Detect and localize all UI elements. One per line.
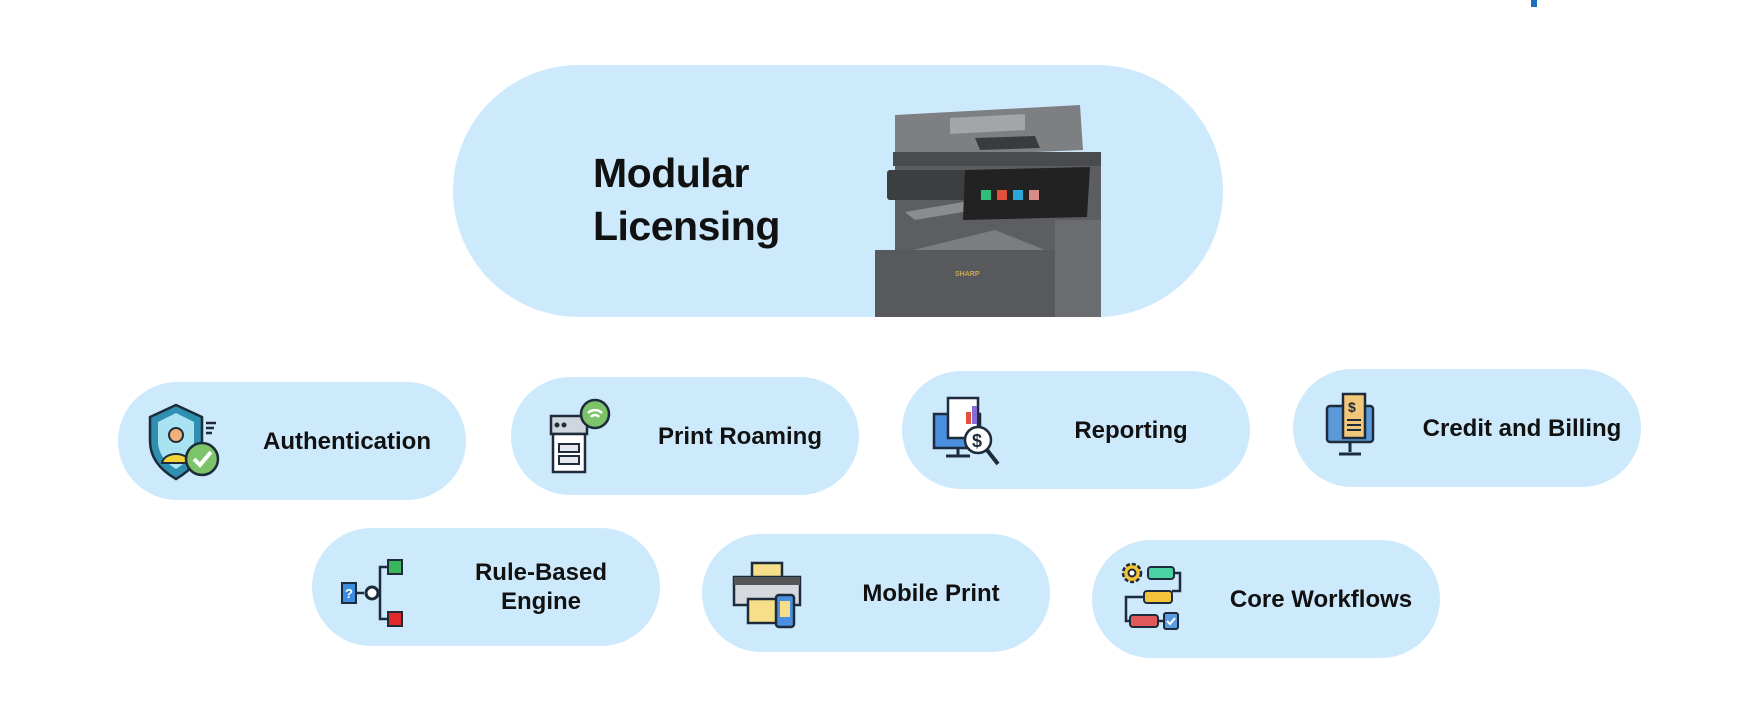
svg-text:?: ?: [345, 586, 353, 601]
multifunction-printer-image: SHARP: [875, 105, 1101, 317]
svg-text:$: $: [972, 431, 982, 451]
module-reporting[interactable]: $ Reporting: [902, 371, 1250, 489]
svg-text:SHARP: SHARP: [955, 271, 980, 278]
module-print-roaming[interactable]: Print Roaming: [511, 377, 859, 495]
title-line-1: Modular: [593, 150, 749, 196]
module-credit-and-billing[interactable]: $ Credit and Billing: [1293, 369, 1641, 487]
module-rule-based-engine[interactable]: ? Rule-Based Engine: [312, 528, 660, 646]
printer-phone-icon: [732, 561, 802, 629]
module-label: Credit and Billing: [1422, 414, 1622, 442]
printer-wifi-icon: [549, 398, 611, 474]
billing-monitor-icon: $: [1325, 392, 1375, 456]
module-label: Print Roaming: [657, 422, 822, 450]
module-label: Rule-Based Engine: [474, 559, 608, 615]
shield-user-check-icon: [148, 403, 220, 481]
module-mobile-print[interactable]: Mobile Print: [702, 534, 1050, 652]
accent-mark: [1531, 0, 1537, 7]
banner-title: Modular Licensing: [593, 147, 780, 253]
decision-flow-icon: ?: [341, 559, 403, 627]
workflow-gear-icon: [1121, 562, 1182, 630]
module-label: Mobile Print: [862, 579, 1000, 607]
module-authentication[interactable]: Authentication: [118, 382, 466, 500]
module-core-workflows[interactable]: Core Workflows: [1092, 540, 1440, 658]
report-magnifier-icon: $: [932, 396, 1000, 466]
module-label: Authentication: [263, 427, 431, 455]
module-label: Reporting: [1074, 416, 1188, 444]
module-label: Core Workflows: [1229, 585, 1413, 613]
svg-text:$: $: [1348, 399, 1356, 415]
title-line-2: Licensing: [593, 203, 780, 249]
modular-licensing-banner: Modular Licensing SHARP: [453, 65, 1223, 317]
